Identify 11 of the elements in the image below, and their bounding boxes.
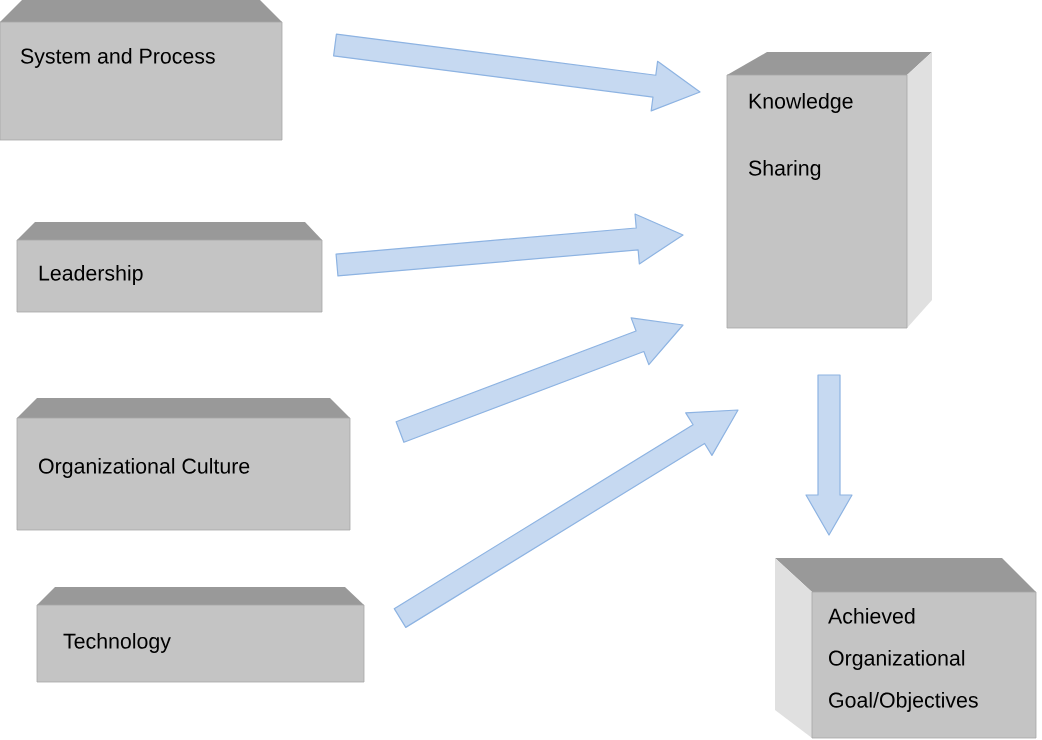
block-arrow xyxy=(333,33,701,112)
block-box: Organizational Culture xyxy=(16,398,351,531)
block-box: Knowledge Sharing xyxy=(726,52,932,329)
block-arrow xyxy=(395,317,684,443)
block-box: Achieved Organizational Goal/Objectives xyxy=(775,558,1037,739)
block-box: Leadership xyxy=(16,222,323,313)
block-arrow xyxy=(805,374,853,536)
block-box: System and Process xyxy=(0,0,283,141)
block-arrow xyxy=(393,409,739,628)
block-arrow xyxy=(335,213,684,277)
block-box: Technology xyxy=(36,587,365,683)
